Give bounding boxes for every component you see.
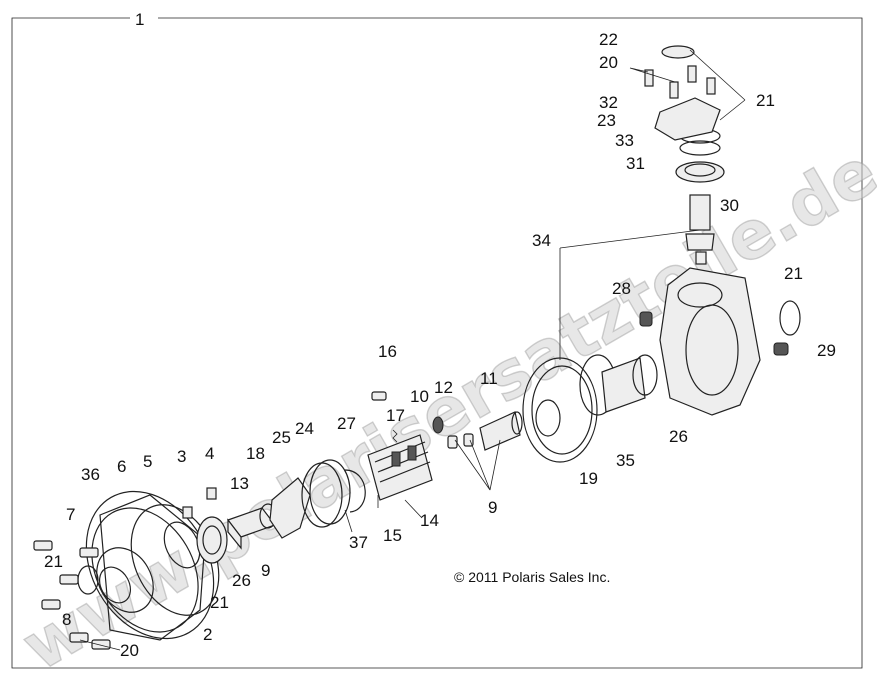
callout-2: 2 <box>203 625 212 644</box>
callout-16: 16 <box>378 342 397 361</box>
diagram-frame <box>11 17 863 669</box>
callout-20a: 20 <box>599 53 618 72</box>
callout-21d: 21 <box>210 593 229 612</box>
cap-32-part <box>654 97 721 141</box>
seal-21-right-part <box>779 300 801 336</box>
pins-12-part <box>447 433 474 449</box>
seal-22-part <box>661 45 695 59</box>
ring-33-part <box>679 140 721 156</box>
callout-26a: 26 <box>232 571 251 590</box>
rings-24-25-part <box>301 459 351 528</box>
callout-27: 27 <box>337 414 356 433</box>
callout-26b: 26 <box>669 427 688 446</box>
watermark-text: www.polarisersatzteile.de <box>10 133 877 686</box>
plug-28-part <box>639 311 653 327</box>
leader-lines <box>79 49 746 651</box>
callout-24: 24 <box>295 419 314 438</box>
callout-5: 5 <box>143 452 152 471</box>
callout-21a: 21 <box>756 91 775 110</box>
callout-23: 23 <box>597 111 616 130</box>
ring-10-part <box>432 416 444 434</box>
bolts-top-part <box>644 65 716 99</box>
pin-4-part <box>206 487 217 500</box>
callout-35: 35 <box>616 451 635 470</box>
bearing-35-part <box>579 354 646 416</box>
callout-9a: 9 <box>261 561 270 580</box>
ring-gear-19-part <box>522 357 598 463</box>
callout-14: 14 <box>420 511 439 530</box>
callout-21c: 21 <box>44 552 63 571</box>
seal-26-right-part <box>632 354 658 396</box>
clip-37-part <box>344 469 366 513</box>
callout-17: 17 <box>386 406 405 425</box>
callout-11: 11 <box>480 369 498 388</box>
callout-20b: 20 <box>120 641 139 660</box>
bolts-left-part <box>33 540 111 650</box>
callout-15: 15 <box>383 526 402 545</box>
callout-9b: 9 <box>488 498 497 517</box>
callout-3: 3 <box>177 447 186 466</box>
callout-32: 32 <box>599 93 618 112</box>
callout-36: 36 <box>81 465 100 484</box>
pin-16-part <box>371 391 387 401</box>
callout-7: 7 <box>66 505 75 524</box>
plug-29-part <box>773 342 789 356</box>
callout-31: 31 <box>626 154 645 173</box>
callout-28: 28 <box>612 279 631 298</box>
main-housing-part <box>659 267 761 416</box>
callout-12: 12 <box>434 378 453 397</box>
sleeve-11-part <box>479 411 523 451</box>
callout-8: 8 <box>62 610 71 629</box>
callout-22: 22 <box>599 30 618 49</box>
pin-3-part <box>182 506 193 519</box>
copyright-text: © 2011 Polaris Sales Inc. <box>454 569 610 585</box>
callout-25: 25 <box>272 428 291 447</box>
front-cover-part <box>85 490 215 641</box>
callout-13: 13 <box>230 474 249 493</box>
callout-19: 19 <box>579 469 598 488</box>
callout-30: 30 <box>720 196 739 215</box>
bearing-26-left-part <box>196 516 228 564</box>
callout-33: 33 <box>615 131 634 150</box>
callout-1: 1 <box>135 10 144 29</box>
callout-10: 10 <box>410 387 429 406</box>
plate-18-part <box>269 477 311 539</box>
spring-17-part <box>392 429 398 443</box>
callout-29: 29 <box>817 341 836 360</box>
callout-6: 6 <box>117 457 126 476</box>
bearing-31-part <box>675 161 725 183</box>
callout-18: 18 <box>246 444 265 463</box>
callout-21b: 21 <box>784 264 803 283</box>
callout-4: 4 <box>205 444 214 463</box>
callout-34: 34 <box>532 231 551 250</box>
callout-37: 37 <box>349 533 368 552</box>
callout-labels: 1 2 3 4 5 6 7 8 9 9 10 11 12 13 14 15 16… <box>44 10 836 660</box>
pinion-30-part <box>685 194 715 265</box>
roller-cage-14-part <box>367 434 433 501</box>
